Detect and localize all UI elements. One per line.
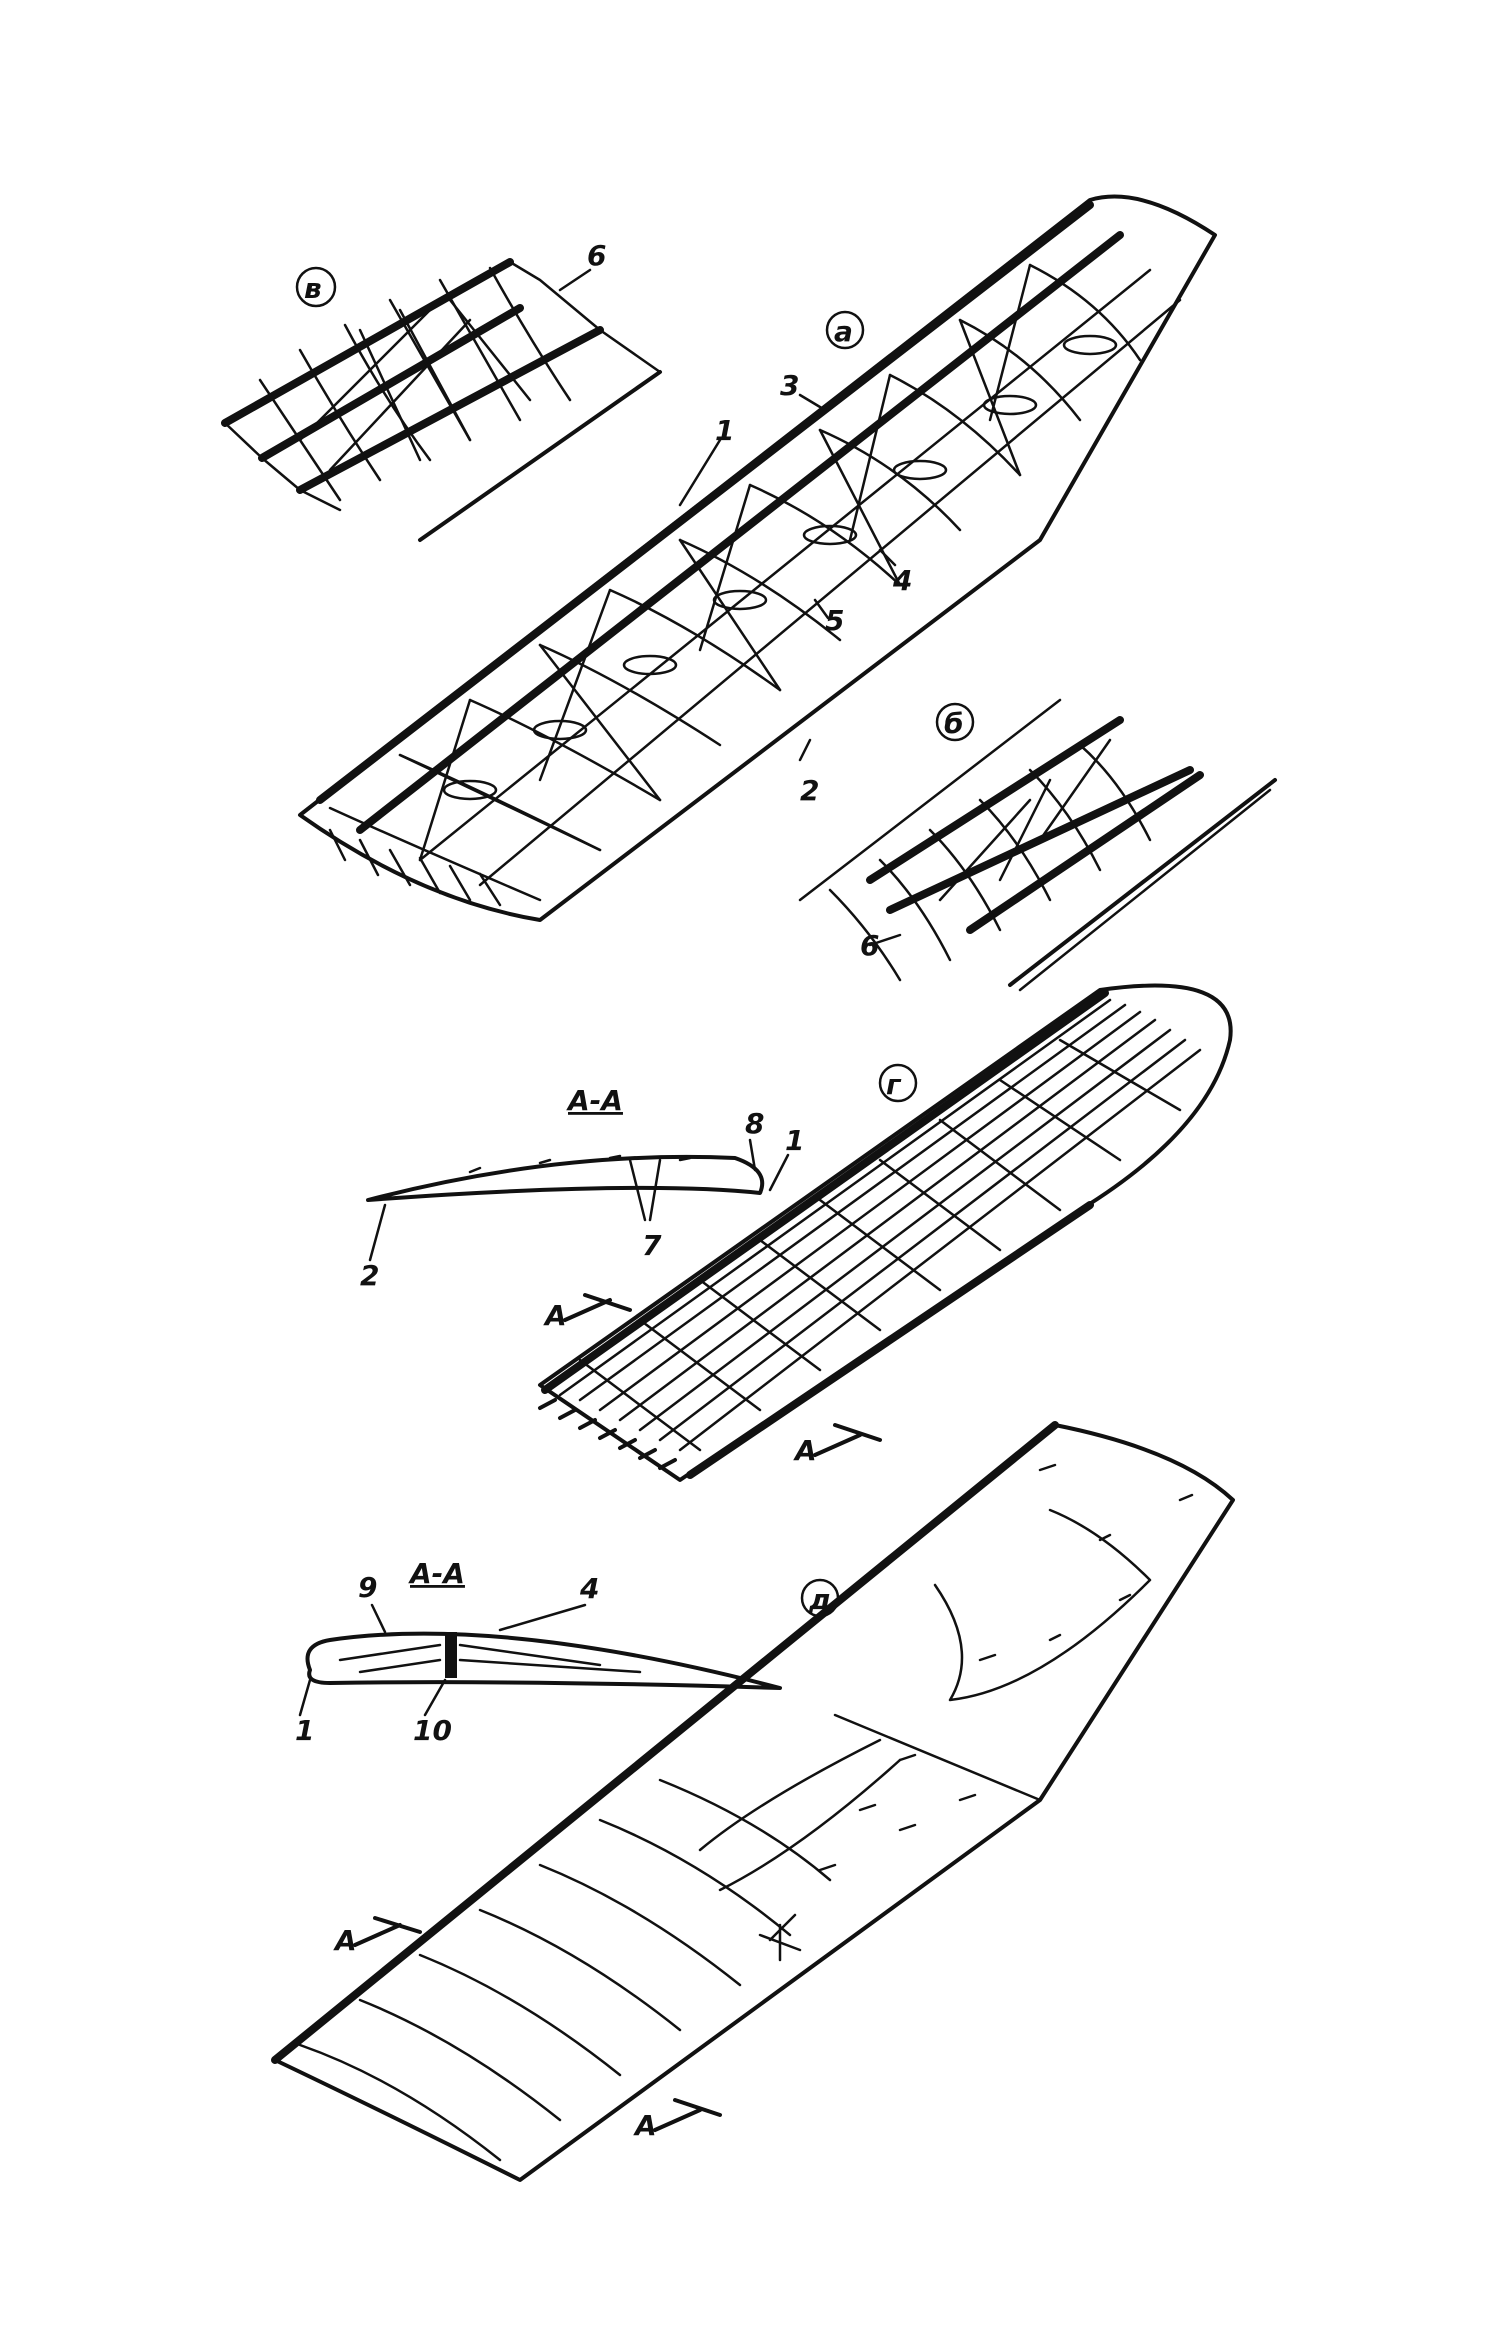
callout-2-top: 2 — [800, 774, 819, 807]
callout-2-mid: 2 — [360, 1259, 379, 1292]
label-variant-g: г — [886, 1068, 902, 1101]
section-arrow-letter-g1: А — [543, 1299, 567, 1332]
wing-variant-a: а 1 2 3 4 5 6 — [298, 194, 1217, 922]
label-variant-b: б — [944, 707, 964, 740]
section-arrow-letter-d2: А — [633, 2109, 657, 2142]
callout-1-bottom: 1 — [295, 1714, 314, 1747]
callout-7: 7 — [642, 1229, 662, 1262]
label-variant-a: а — [834, 315, 853, 348]
panel-variant-v: в — [221, 258, 662, 542]
callout-1-mid: 1 — [785, 1124, 804, 1157]
section-arrow-letter-g2: А — [793, 1434, 817, 1467]
spar-web — [445, 1632, 457, 1678]
wing-variant-d: д А А — [271, 1421, 1235, 2182]
callout-8: 8 — [745, 1107, 764, 1140]
section-label-upper: А-А — [566, 1084, 623, 1117]
section-arrow-letter-d1: А — [333, 1924, 357, 1957]
callout-6-mid: 6 — [860, 929, 879, 962]
section-aa-lower: А-А 9 4 1 10 — [295, 1557, 782, 1747]
callout-4-top: 4 — [892, 564, 912, 597]
label-variant-v: в — [304, 272, 322, 305]
section-label-lower: А-А — [408, 1557, 465, 1590]
callout-1-top: 1 — [715, 414, 734, 447]
wing-variant-g: г А А — [538, 983, 1233, 1482]
callout-3: 3 — [780, 369, 799, 402]
callout-10: 10 — [413, 1714, 452, 1747]
callout-5: 5 — [825, 604, 844, 637]
callout-6-top: 6 — [587, 239, 606, 272]
callout-9: 9 — [358, 1571, 377, 1604]
section-aa-upper: А-А 8 1 7 2 — [360, 1084, 804, 1292]
panel-variant-b: б 6 — [798, 698, 1277, 992]
callout-4-bottom: 4 — [579, 1572, 599, 1605]
